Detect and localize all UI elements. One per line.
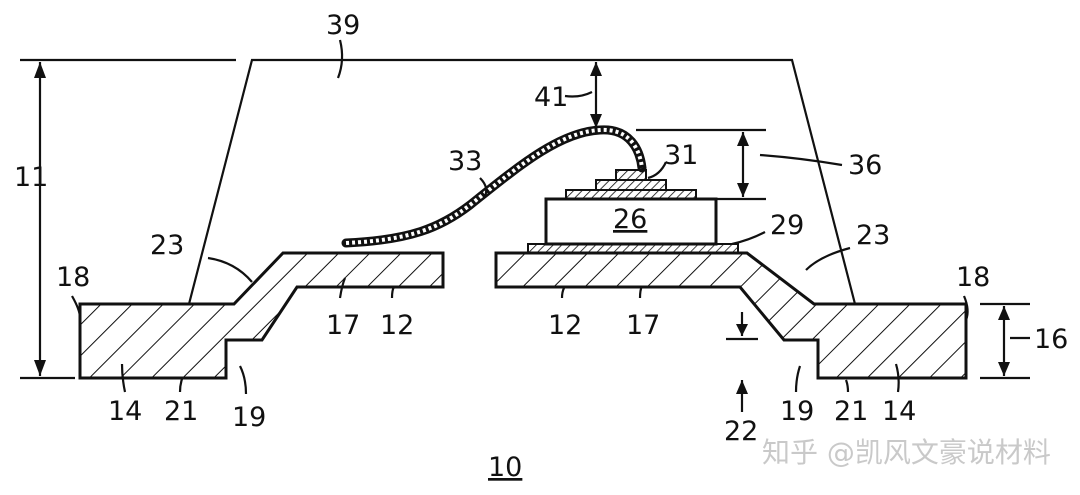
label-29: 29 — [770, 210, 804, 241]
label-11: 11 — [14, 162, 48, 193]
dimension-41 — [590, 62, 602, 128]
label-17-left: 17 — [326, 310, 360, 341]
label-31: 31 — [664, 140, 698, 171]
bonding-wire-inner — [345, 127, 644, 245]
label-22: 22 — [724, 416, 758, 447]
label-17-right: 17 — [626, 310, 660, 341]
label-39: 39 — [326, 10, 360, 41]
label-19-right: 19 — [780, 396, 814, 427]
label-18-right: 18 — [956, 262, 990, 293]
label-21-right: 21 — [834, 396, 868, 427]
left-lead — [78, 251, 445, 380]
dimension-downset-arrow — [726, 312, 758, 341]
label-12-right: 12 — [548, 310, 582, 341]
label-23-right: 23 — [856, 220, 890, 251]
label-18-left: 18 — [56, 262, 90, 293]
label-26: 26 — [613, 204, 647, 235]
label-19-left: 19 — [232, 402, 266, 433]
bond-pad-stack — [565, 169, 697, 200]
figure-number-10: 10 — [488, 452, 522, 483]
label-41: 41 — [534, 82, 568, 113]
leader-lines — [71, 39, 969, 395]
right-lead-die-pad — [494, 251, 968, 380]
label-14-right: 14 — [882, 396, 916, 427]
dimension-36 — [636, 128, 766, 201]
label-36: 36 — [848, 150, 882, 181]
dimension-16 — [980, 302, 1030, 380]
label-14-left: 14 — [108, 396, 142, 427]
label-33: 33 — [448, 146, 482, 177]
label-16: 16 — [1034, 324, 1068, 355]
label-23-left: 23 — [150, 230, 184, 261]
dimension-11 — [20, 58, 236, 380]
semiconductor-die — [544, 197, 718, 246]
label-12-left: 12 — [380, 310, 414, 341]
arrow-22 — [736, 380, 748, 412]
encapsulant-body-outline — [187, 58, 857, 305]
label-21-left: 21 — [164, 396, 198, 427]
watermark-text: 知乎 @凯风文豪说材料 — [762, 436, 1051, 469]
